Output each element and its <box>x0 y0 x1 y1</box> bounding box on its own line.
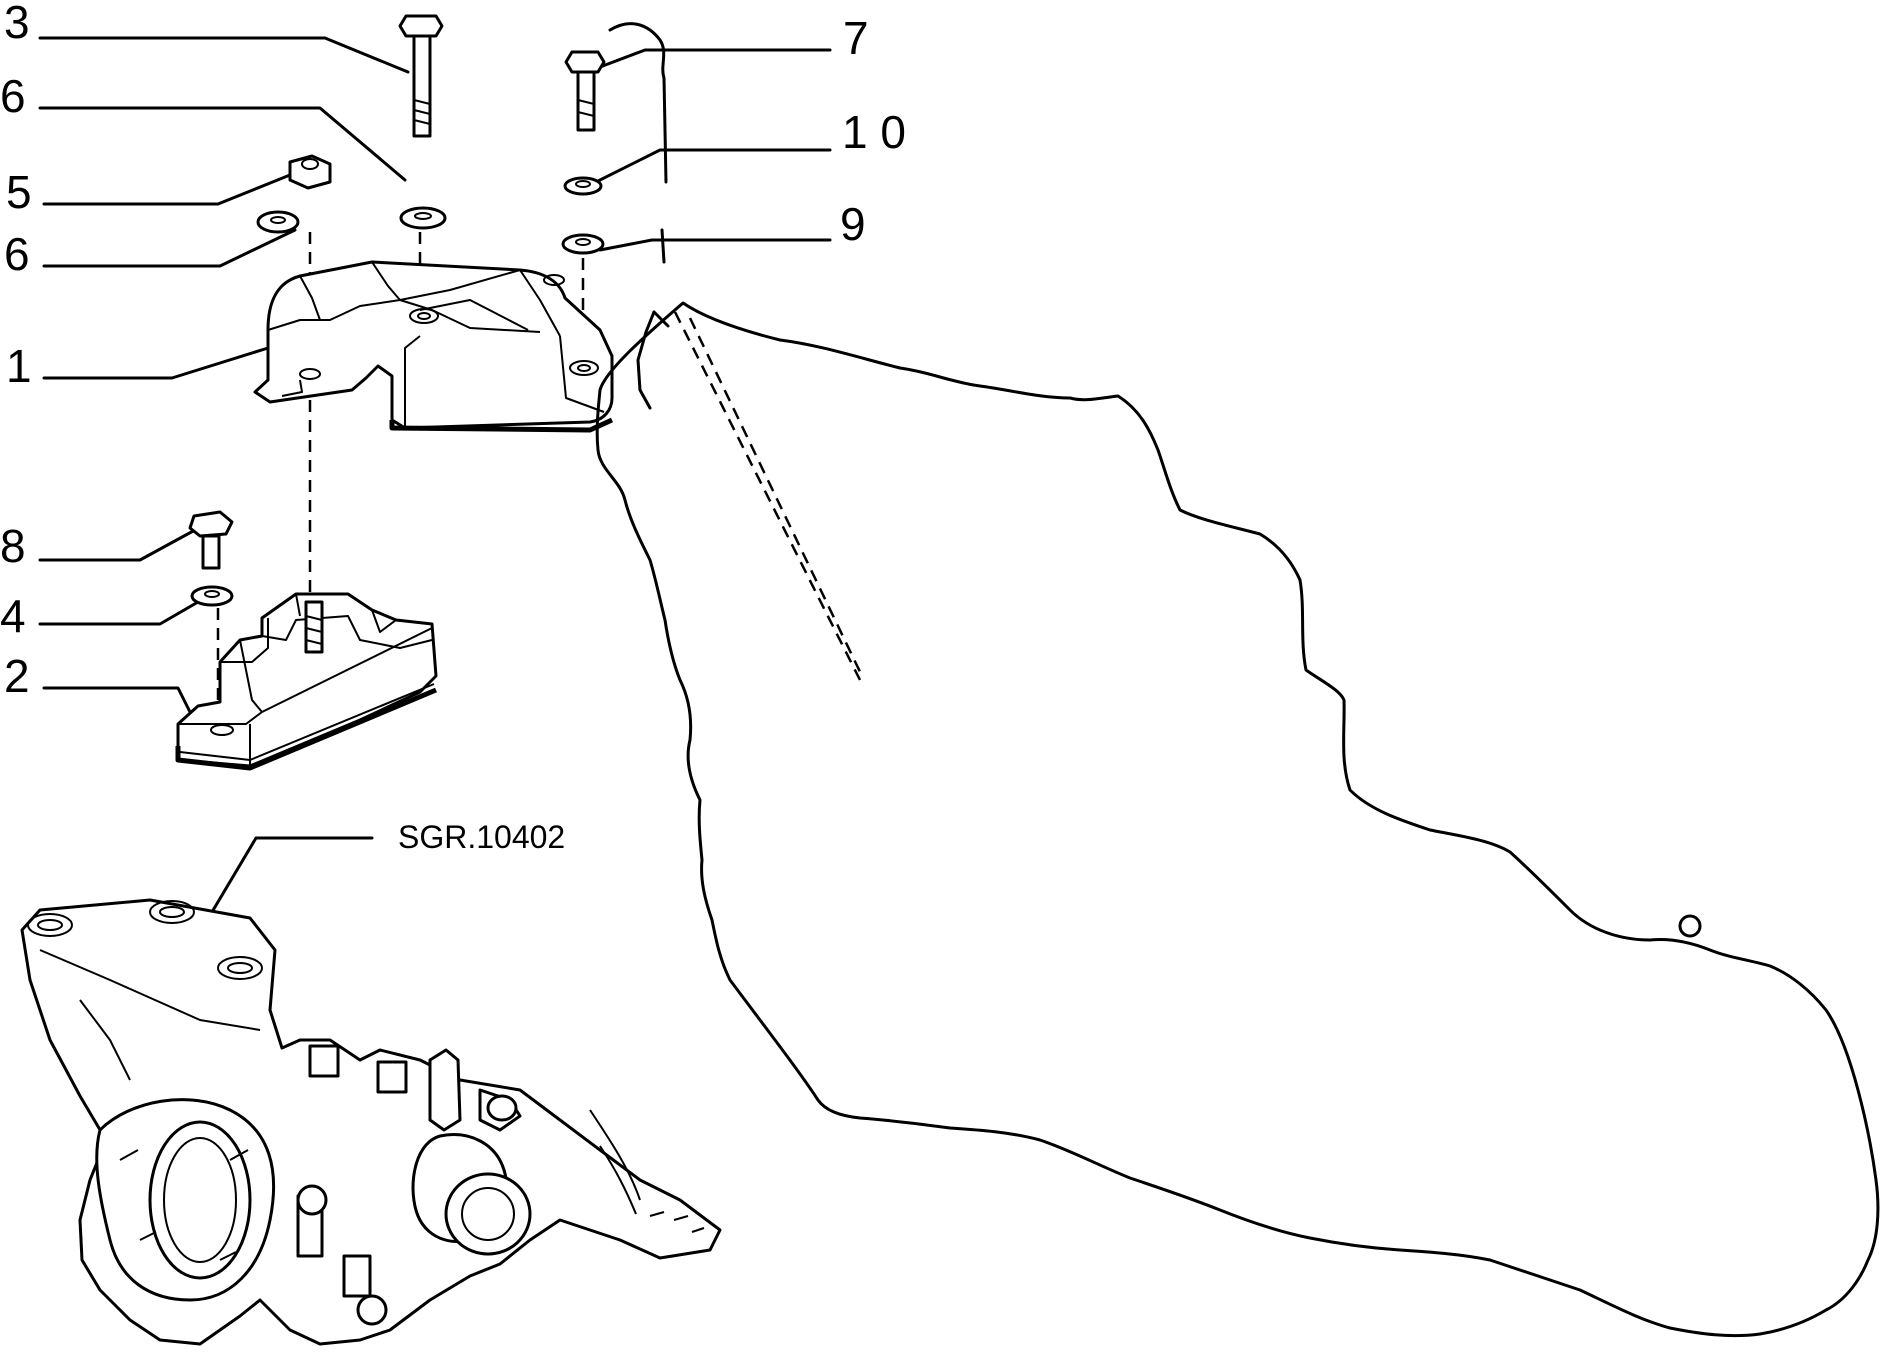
callout-8: 8 <box>0 520 26 572</box>
mount-2 <box>175 592 438 771</box>
nut-5 <box>288 154 332 190</box>
detail-inset-housing <box>20 898 722 1346</box>
callout-labels: 3 6 5 6 1 8 4 2 7 1 0 9 SGR.10402 <box>0 0 906 855</box>
leader-lines <box>38 36 832 914</box>
washer-9 <box>561 233 605 255</box>
callout-3: 3 <box>4 0 30 48</box>
washer-6-left <box>256 210 300 234</box>
callout-10: 1 0 <box>842 106 906 158</box>
spring-washer-10 <box>563 176 603 196</box>
spring-washer-4 <box>190 585 234 607</box>
callout-7: 7 <box>843 12 869 64</box>
bracket-1 <box>253 260 614 433</box>
callout-6-lower: 6 <box>4 228 30 280</box>
callout-9: 9 <box>840 198 866 250</box>
callout-6-upper: 6 <box>0 70 26 122</box>
reference-code: SGR.10402 <box>398 819 565 855</box>
callout-2: 2 <box>4 650 30 702</box>
callout-1: 1 <box>6 340 32 392</box>
engine-block-outline <box>595 22 1880 1338</box>
callout-4: 4 <box>0 590 26 642</box>
callout-5: 5 <box>6 166 32 218</box>
bolt-8 <box>188 510 234 570</box>
bolt-3 <box>398 14 444 138</box>
bolt-7 <box>564 50 606 132</box>
washer-6-centre <box>399 206 447 230</box>
